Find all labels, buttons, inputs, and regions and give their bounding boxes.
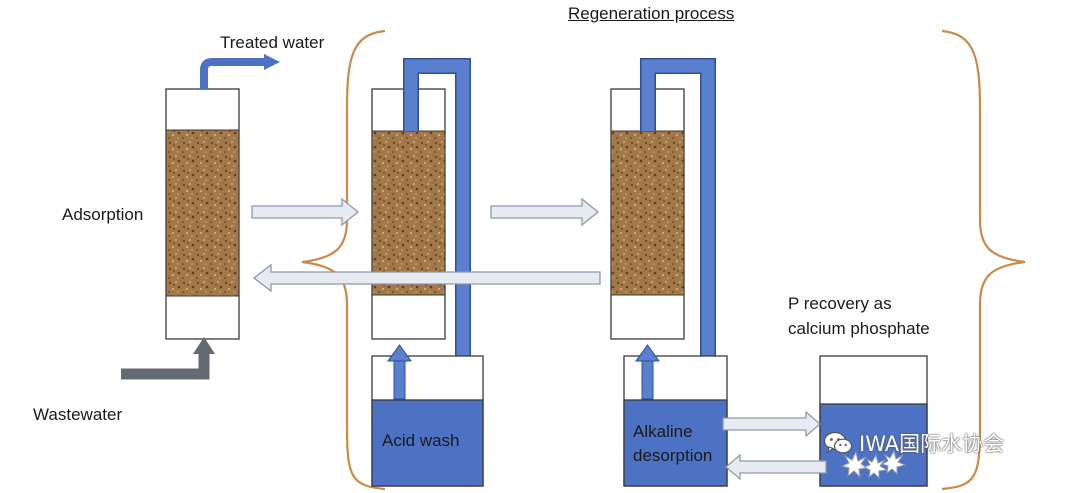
wechat-icon [823, 431, 853, 454]
acid-column-media [371, 130, 446, 296]
arrow-to-alkaline [490, 197, 600, 227]
treated-water-label: Treated water [220, 33, 325, 52]
calcium-phosphate-precipitate [840, 449, 907, 480]
alkaline-tank [623, 355, 728, 487]
arrow-return-to-adsorption [252, 263, 601, 293]
acid-wash-column [371, 88, 446, 340]
arrow-to-acid-wash [251, 197, 360, 227]
left-brace [301, 29, 386, 491]
p-recovery-label-line1: P recovery as [788, 294, 892, 313]
p-recovery-label-line2: calcium phosphate [788, 319, 930, 338]
adsorbent-media [165, 129, 240, 297]
acid-wash-label: Acid wash [382, 431, 460, 450]
alkaline-label-line2: desorption [633, 446, 713, 465]
right-brace [941, 29, 1026, 491]
wastewater-label: Wastewater [33, 405, 123, 424]
adsorption-column [165, 88, 240, 340]
watermark: IWA国际水协会 [823, 427, 1004, 459]
arrow-return-to-alkaline [725, 453, 827, 481]
alkaline-label-line1: Alkaline [633, 422, 693, 441]
alkaline-column-media [610, 130, 685, 296]
adsorption-label: Adsorption [62, 205, 144, 224]
watermark-text: IWA国际水协会 [859, 432, 1005, 456]
treated-water-pipe [200, 54, 280, 89]
acid-wash-tank [371, 355, 484, 487]
diagram-title: Regeneration process [568, 4, 735, 23]
acid-up-pipe [387, 344, 412, 400]
alkaline-up-pipe [635, 344, 660, 400]
arrow-to-p-recovery [722, 410, 821, 438]
wastewater-pipe [121, 337, 215, 380]
